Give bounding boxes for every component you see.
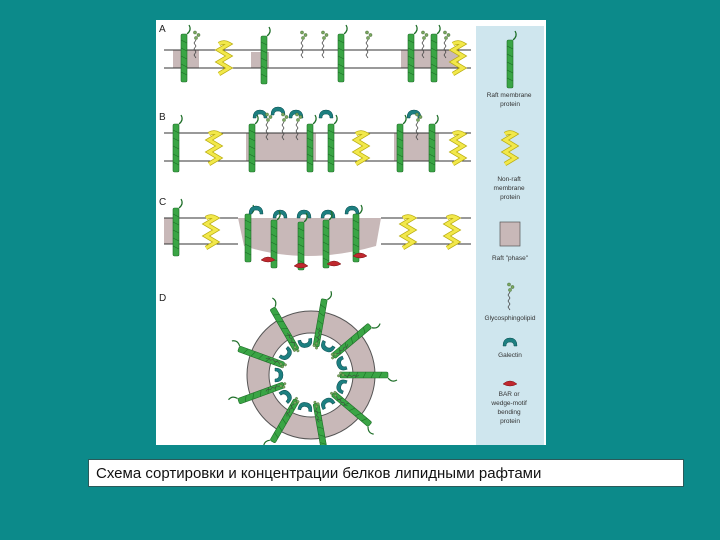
legend-raft-protein: Raft membrane protein (487, 30, 534, 108)
legend-text-line: wedge-motif (490, 400, 527, 407)
galectin (252, 109, 268, 119)
panel-d: D (159, 289, 398, 445)
bar-protein (293, 262, 309, 269)
diagram-figure: A B (156, 20, 546, 445)
legend: Raft membrane protein Non-raft membrane … (476, 26, 544, 445)
galectin (296, 209, 312, 219)
glycosphingolipid (365, 30, 373, 59)
legend-raft-phase: Raft "phase" (492, 221, 529, 262)
nonraft-protein (453, 133, 463, 165)
legend-raft-phase-icon (499, 221, 521, 247)
svg-text:Raft membrane protei: Raft membrane protein (487, 92, 534, 108)
slide-caption: Схема сортировки и концентрации белков л… (88, 459, 684, 487)
galectin (318, 109, 334, 119)
raft-phase-region (164, 218, 174, 244)
svg-text:BAR or wedge-motif: BAR or wedge-motif bending protein (490, 391, 528, 425)
galectin (248, 205, 264, 215)
legend-bar-protein: BAR or wedge-motif bending protein (490, 380, 528, 425)
nonraft-protein (447, 217, 457, 249)
legend-glycosphingolipid: Glycosphingolipid (485, 282, 536, 322)
legend-text-line: protein (500, 194, 520, 201)
legend-text-line: BAR or (499, 391, 521, 398)
nonraft-protein (206, 217, 216, 249)
panel-b: B (159, 106, 471, 173)
svg-text:Non-raft membrane: Non-raft membrane protein (494, 176, 527, 201)
raft-protein (172, 198, 183, 257)
raft-protein (337, 24, 348, 83)
legend-text-line: membrane (494, 185, 525, 192)
legend-text-line: bending (498, 409, 522, 416)
nonraft-protein (403, 217, 413, 249)
panel-a: A (159, 24, 471, 85)
galectin (344, 205, 360, 215)
nonraft-protein (209, 133, 219, 165)
panel-c: C (159, 197, 471, 271)
nonraft-protein (219, 43, 229, 75)
legend-text-line: Non-raft (497, 176, 521, 183)
panel-a-label: A (159, 24, 166, 35)
panel-d-label: D (159, 293, 166, 304)
raft-phase-bent-region (238, 218, 381, 256)
legend-text-line: Raft membrane (487, 92, 532, 99)
legend-galectin: Galectin (498, 337, 522, 359)
nonraft-protein (356, 133, 366, 165)
raft-phase-region (246, 133, 316, 161)
panel-c-label: C (159, 197, 166, 208)
legend-text-line: protein (500, 418, 520, 425)
legend-nonraft-protein: Non-raft membrane protein (494, 133, 527, 201)
raft-protein (327, 114, 338, 173)
galectin (320, 209, 336, 219)
glycosphingolipid (321, 30, 329, 59)
raft-protein (172, 114, 183, 173)
legend-glycosphingolipid-label: Glycosphingolipid (485, 315, 536, 322)
glycosphingolipid (300, 30, 308, 59)
panel-b-label: B (159, 112, 166, 123)
legend-galectin-label: Galectin (498, 352, 522, 359)
legend-text-line: protein (500, 101, 520, 108)
legend-raft-phase-label: Raft "phase" (492, 255, 529, 262)
